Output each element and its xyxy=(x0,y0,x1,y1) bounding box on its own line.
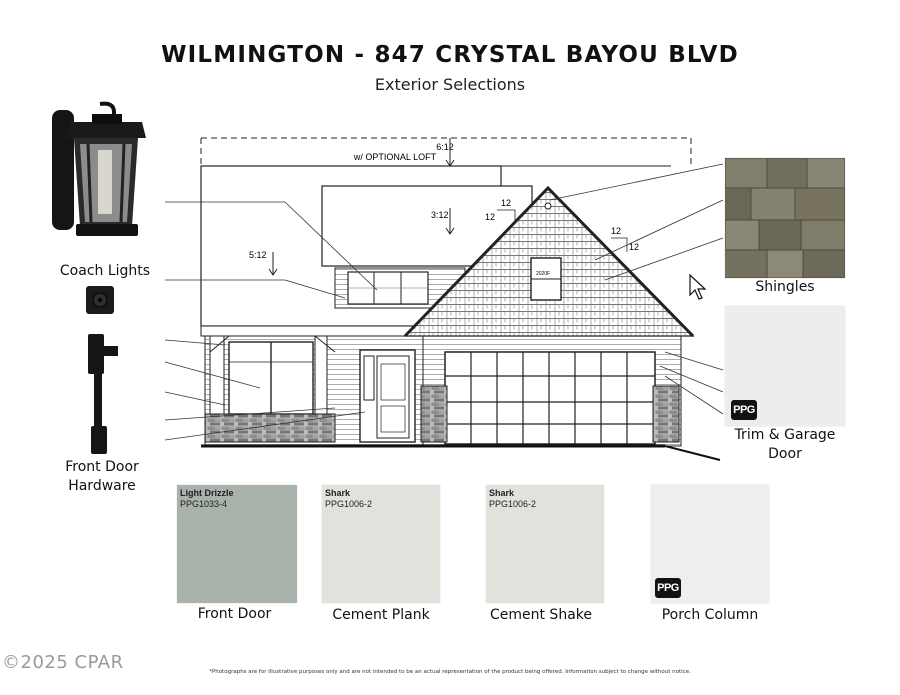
pitch-12-d: 12 xyxy=(629,242,639,252)
pitch-12-a: 12 xyxy=(485,212,495,222)
trim-label-line1: Trim & Garage xyxy=(734,427,836,443)
roof-pitch-3-12: 3:12 xyxy=(431,210,449,220)
disclaimer-text: *Photographs are for illustrative purpos… xyxy=(209,669,691,675)
pitch-12-b: 12 xyxy=(501,198,511,208)
porch-column-label: Porch Column xyxy=(661,607,759,623)
ppg-logo: PPG xyxy=(731,400,757,420)
front-door-hardware-label: Front Door Hardware xyxy=(52,458,152,496)
swatch-front-door-name: Light Drizzle xyxy=(180,488,234,498)
window-tag: 2020F xyxy=(536,271,550,277)
swatch-cement-shake-code: PPG1006-2 xyxy=(489,499,537,509)
roof-pitch-6-12: 6:12 xyxy=(436,142,454,152)
ppg-logo-porch: PPG xyxy=(655,578,681,598)
deadbolt-image xyxy=(86,286,114,314)
trim-garage-label: Trim & Garage Door xyxy=(720,426,850,464)
swatch-cement-plank-name: Shark xyxy=(325,488,351,498)
trim-label-line2: Door xyxy=(768,446,802,462)
coach-light-image xyxy=(52,101,146,236)
hardware-label-line2: Hardware xyxy=(68,478,136,494)
shingles-swatch xyxy=(725,158,845,278)
swatch-front-door-code: PPG1033-4 xyxy=(180,499,228,509)
swatch-cement-shake: Shark PPG1006-2 xyxy=(486,485,604,603)
shingles-label: Shingles xyxy=(755,279,815,295)
page-title: WILMINGTON - 847 CRYSTAL BAYOU BLVD xyxy=(161,42,739,68)
page-subtitle: Exterior Selections xyxy=(374,75,526,94)
door-handle-image xyxy=(88,334,118,454)
swatch-front-door: Light Drizzle PPG1033-4 xyxy=(177,485,297,603)
swatch-cement-shake-name: Shark xyxy=(489,488,515,498)
pitch-12-c: 12 xyxy=(611,226,621,236)
swatch-cement-plank: Shark PPG1006-2 xyxy=(322,485,440,603)
copyright-watermark: ©2025 CPAR xyxy=(2,652,124,673)
optional-loft-note: w/ OPTIONAL LOFT xyxy=(353,152,437,162)
mouse-cursor-icon xyxy=(689,273,707,300)
coach-lights-label: Coach Lights xyxy=(59,263,151,279)
roof-pitch-5-12: 5:12 xyxy=(249,250,267,260)
house-elevation-drawing: 6:12 w/ OPTIONAL LOFT 3:12 5:12 12 12 12… xyxy=(165,137,724,461)
cement-shake-label: Cement Shake xyxy=(489,607,592,623)
cement-plank-label: Cement Plank xyxy=(332,607,430,623)
front-door-label: Front Door xyxy=(197,606,272,622)
swatch-cement-plank-code: PPG1006-2 xyxy=(325,499,373,509)
hardware-label-line1: Front Door xyxy=(65,459,139,475)
